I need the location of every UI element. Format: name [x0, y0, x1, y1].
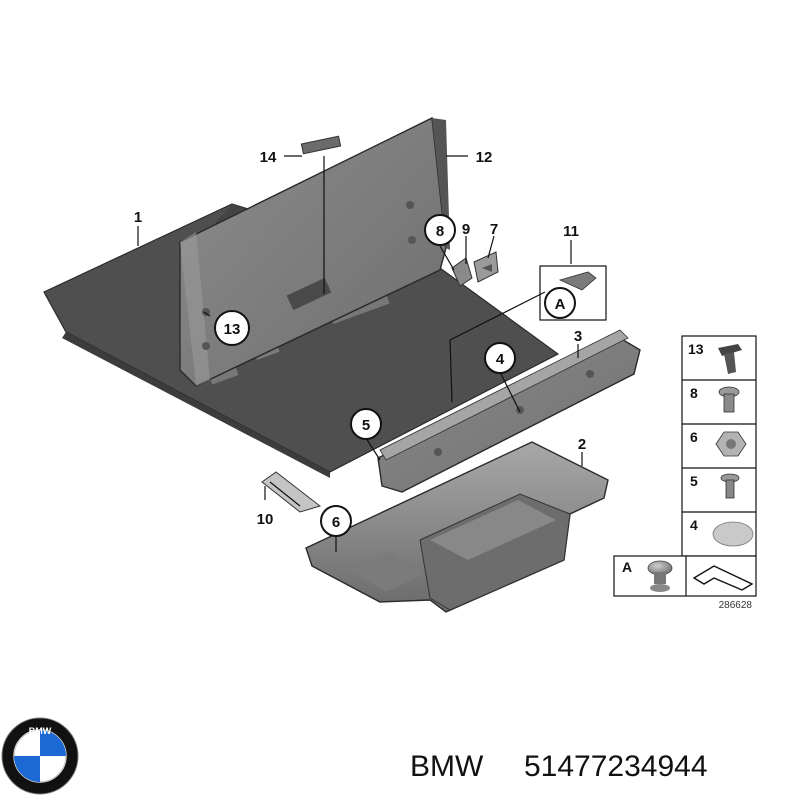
loading-sill-cover-part	[377, 329, 641, 493]
table-row-label-5: 5	[690, 473, 698, 489]
callout-3: 3	[574, 328, 582, 345]
circled-callouts: 13 8 4 5 6 A	[214, 214, 576, 537]
part-number: 51477234944	[524, 750, 708, 783]
plug-cap-icon	[712, 521, 754, 547]
diagram-number: 286628	[719, 600, 753, 611]
callout-circle-8	[424, 214, 456, 246]
callout-8: 8	[436, 223, 444, 240]
logo-lettering: BMW	[29, 726, 52, 736]
callout-13: 13	[224, 321, 241, 338]
callout-6: 6	[332, 514, 340, 531]
table-row-label-13: 13	[688, 341, 704, 357]
callout-11: 11	[563, 223, 579, 240]
callout-a: A	[555, 296, 566, 313]
brand-name: BMW	[410, 750, 484, 783]
fasteners-upper	[451, 251, 499, 287]
callout-7: 7	[490, 221, 498, 238]
callout-circle-4	[484, 342, 516, 374]
callout-2: 2	[578, 436, 586, 453]
bmw-logo: BMW	[1, 717, 79, 795]
logo-quadrant-blue	[40, 730, 66, 756]
callout-10: 10	[257, 511, 274, 528]
callout-4: 4	[496, 351, 505, 368]
push-clip-icon	[720, 473, 740, 499]
expanding-rivet-icon	[718, 344, 742, 374]
hex-nut-icon	[715, 431, 747, 457]
table-row-label-4: 4	[690, 517, 698, 533]
callout-5: 5	[362, 417, 370, 434]
table-row-label-6: 6	[690, 429, 698, 445]
callout-circle-13	[214, 310, 250, 346]
stud-clip-icon	[718, 386, 740, 413]
callout-circle-5	[350, 408, 382, 440]
clip-part-14	[300, 135, 342, 155]
callout-labels: 1 2 3 7 9 10 11 12 14	[134, 149, 586, 528]
callout-9: 9	[462, 221, 470, 238]
callout-1: 1	[134, 209, 142, 226]
callout-circle-a	[544, 287, 576, 319]
callout-12: 12	[476, 149, 493, 166]
callout-circle-6	[320, 505, 352, 537]
bracket-part-10	[261, 471, 322, 513]
storage-tray-part	[305, 441, 609, 613]
parts-table: 13 8 6 5 4 A	[613, 335, 757, 611]
table-row-label-8: 8	[690, 385, 698, 401]
knob-fastener-icon	[647, 560, 673, 592]
callout-14: 14	[260, 149, 277, 166]
leader-lines	[137, 155, 583, 552]
logo-quadrant-blue	[14, 756, 40, 782]
table-detail-label-a: A	[622, 559, 632, 575]
angle-marker-icon	[692, 565, 754, 591]
